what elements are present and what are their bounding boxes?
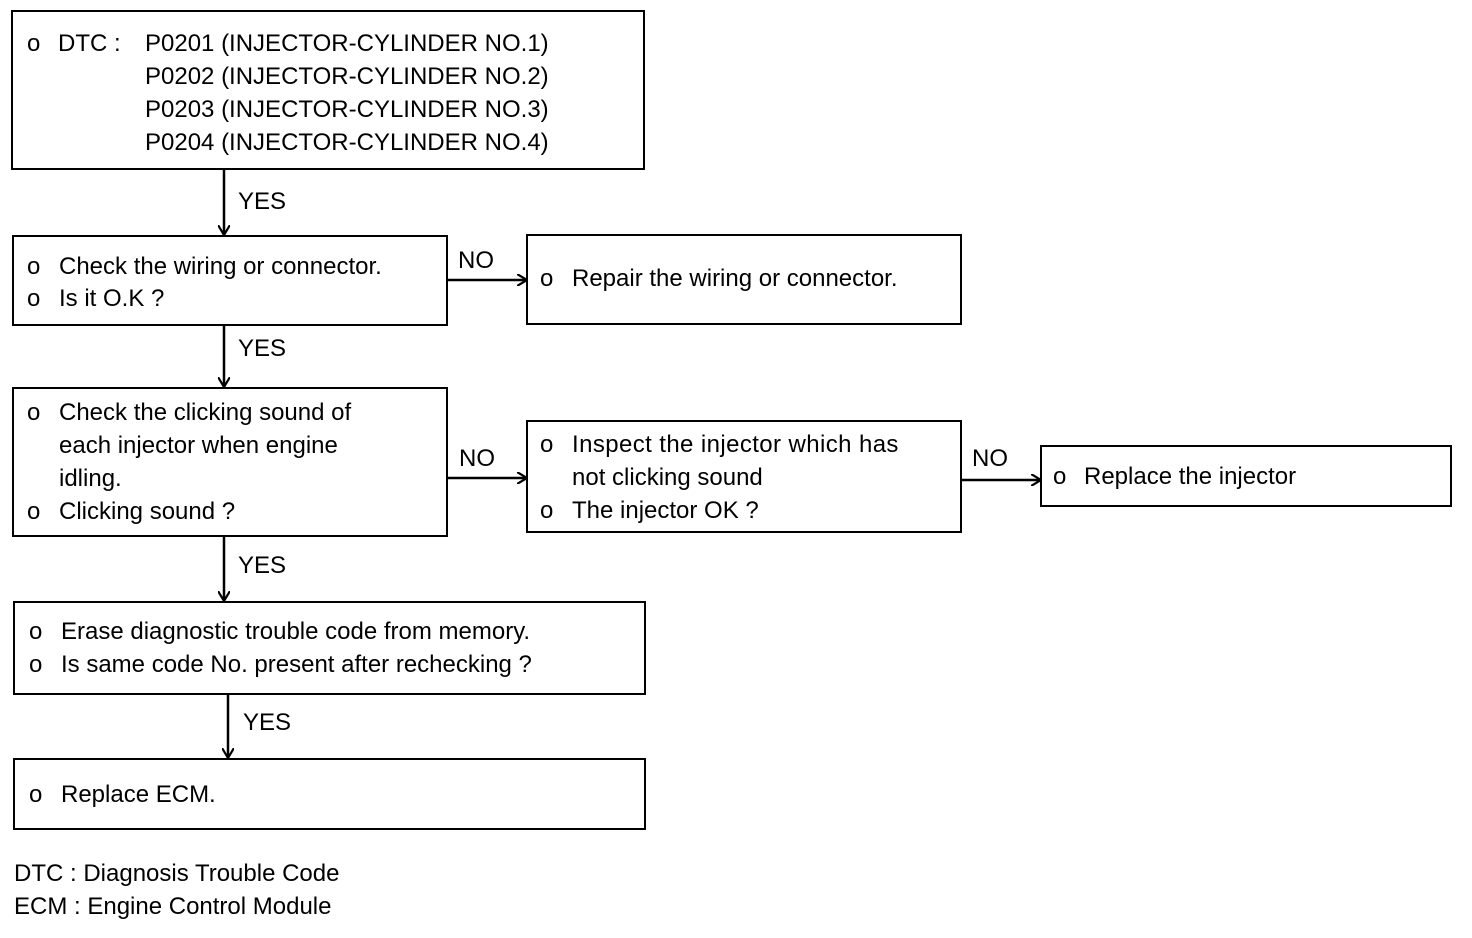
erase-code-bullet-2: o	[29, 651, 43, 678]
erase-code-box: o Erase diagnostic trouble code from mem…	[13, 601, 646, 695]
clicking-check-line-3: idling.	[59, 465, 122, 492]
yes-label-3: YES	[238, 552, 287, 579]
legend-ecm: ECM : Engine Control Module	[14, 893, 332, 920]
replace-ecm-box: o Replace ECM.	[13, 758, 646, 830]
dtc-box: o DTC : P0201 (INJECTOR-CYLINDER NO.1) P…	[11, 10, 645, 170]
injector-replace-box: o Replace the injector	[1040, 445, 1452, 507]
wiring-repair-box: o Repair the wiring or connector.	[526, 234, 962, 325]
dtc-code-1: P0201 (INJECTOR-CYLINDER NO.1)	[145, 30, 549, 57]
wiring-repair-line: Repair the wiring or connector.	[572, 265, 898, 292]
injector-inspect-bullet-2: o	[540, 497, 554, 524]
wiring-check-bullet-2: o	[27, 285, 41, 312]
dtc-code-2: P0202 (INJECTOR-CYLINDER NO.2)	[145, 63, 549, 90]
yes-label-4: YES	[243, 709, 292, 736]
injector-replace-bullet: o	[1053, 463, 1067, 490]
injector-replace-line: Replace the injector	[1084, 463, 1297, 490]
wiring-repair-bullet: o	[540, 265, 554, 292]
replace-ecm-bullet: o	[29, 781, 43, 808]
legend-dtc: DTC : Diagnosis Trouble Code	[14, 860, 340, 887]
injector-inspect-bullet-1: o	[540, 431, 554, 458]
yes-label-2: YES	[238, 335, 287, 362]
wiring-check-line-1: Check the wiring or connector.	[59, 253, 382, 280]
no-label-1: NO	[458, 247, 494, 274]
erase-code-line-1: Erase diagnostic trouble code from memor…	[61, 618, 531, 645]
erase-code-line-2: Is same code No. present after recheckin…	[61, 651, 532, 678]
erase-code-bullet-1: o	[29, 618, 43, 645]
injector-inspect-box: o Inspect the injector which has not cli…	[526, 420, 962, 533]
wiring-check-line-2: Is it O.K ?	[59, 285, 165, 312]
clicking-check-bullet-2: o	[27, 498, 41, 525]
clicking-check-line-4: Clicking sound ?	[59, 498, 236, 525]
clicking-check-line-1: Check the clicking sound of	[59, 399, 352, 426]
injector-inspect-line-1: Inspect the injector which has	[572, 431, 899, 458]
wiring-check-bullet-1: o	[27, 253, 41, 280]
dtc-bullet: o	[27, 30, 41, 57]
clicking-check-line-2: each injector when engine	[59, 432, 338, 459]
injector-inspect-line-3: The injector OK ?	[572, 497, 759, 524]
wiring-check-box: o Check the wiring or connector. o Is it…	[12, 235, 448, 326]
dtc-code-3: P0203 (INJECTOR-CYLINDER NO.3)	[145, 96, 549, 123]
clicking-check-bullet-1: o	[27, 399, 41, 426]
clicking-check-box: o Check the clicking sound of each injec…	[12, 387, 448, 537]
replace-ecm-line: Replace ECM.	[61, 781, 216, 808]
no-label-3: NO	[972, 445, 1008, 472]
dtc-code-4: P0204 (INJECTOR-CYLINDER NO.4)	[145, 129, 549, 156]
yes-label-1: YES	[238, 188, 287, 215]
dtc-prefix: DTC :	[58, 30, 121, 57]
no-label-2: NO	[459, 445, 495, 472]
injector-inspect-line-2: not clicking sound	[572, 464, 763, 491]
